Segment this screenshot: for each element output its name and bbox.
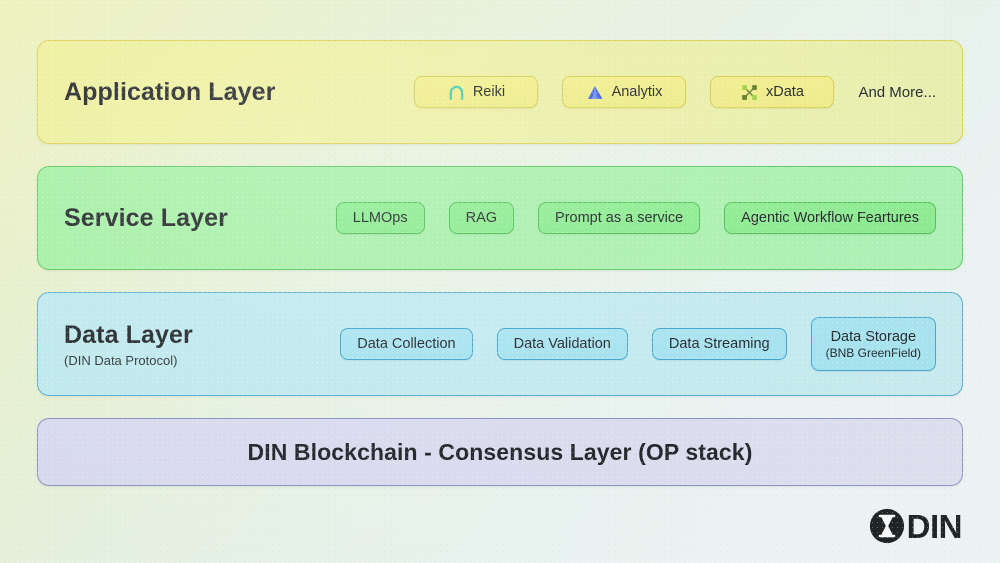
data-chip-data-streaming[interactable]: Data Streaming: [651, 328, 787, 360]
layer-service: Service Layer LLMOps RAG Prompt as a ser…: [37, 166, 963, 270]
layer-consensus: DIN Blockchain - Consensus Layer (OP sta…: [37, 418, 963, 486]
data-chip-data-streaming-label: Data Streaming: [668, 336, 770, 352]
layer-application-heading: Application Layer: [64, 78, 314, 107]
layer-service-chips: LLMOps RAG Prompt as a service Agentic W…: [314, 202, 936, 234]
app-chip-analytix[interactable]: Analytix: [562, 76, 687, 108]
app-chip-xdata-label: xData: [766, 84, 804, 100]
hourglass-in-circle-icon: [868, 507, 906, 545]
layer-service-title: Service Layer: [64, 203, 228, 232]
service-chip-llmops[interactable]: LLMOps: [335, 202, 425, 234]
app-chip-and-more[interactable]: And More...: [858, 76, 936, 108]
analytix-delta-icon: [587, 84, 604, 101]
layer-consensus-title: DIN Blockchain - Consensus Layer (OP sta…: [247, 438, 753, 465]
app-chip-analytix-label: Analytix: [611, 84, 663, 100]
service-chip-prompt-as-a-service[interactable]: Prompt as a service: [538, 202, 701, 234]
layer-service-heading: Service Layer: [64, 204, 314, 233]
service-chip-agentic-workflow-label: Agentic Workflow Feartures: [741, 210, 919, 226]
layer-data-chips: Data Collection Data Validation Data Str…: [314, 317, 936, 371]
reiki-arch-icon: [448, 84, 465, 101]
layer-application-chips: Reiki Analytix: [314, 76, 936, 108]
layer-application-title: Application Layer: [64, 77, 276, 106]
app-chip-and-more-label: And More...: [858, 83, 936, 101]
layer-data: Data Layer (DIN Data Protocol) Data Coll…: [37, 292, 963, 396]
data-chip-data-collection[interactable]: Data Collection: [340, 328, 473, 360]
data-chip-data-validation-label: Data Validation: [513, 336, 611, 352]
service-chip-llmops-label: LLMOps: [352, 210, 408, 226]
din-logo: DIN: [868, 507, 963, 545]
layer-data-title: Data Layer: [64, 320, 193, 349]
service-chip-agentic-workflow[interactable]: Agentic Workflow Feartures: [724, 202, 936, 234]
data-chip-data-storage[interactable]: Data Storage (BNB GreenField): [810, 317, 936, 371]
data-chip-data-storage-sublabel: (BNB GreenField): [825, 345, 921, 360]
layer-application: Application Layer Reiki Analytix: [37, 40, 963, 144]
app-chip-reiki-label: Reiki: [472, 84, 506, 100]
layer-data-subtitle: (DIN Data Protocol): [64, 352, 178, 368]
data-chip-data-validation[interactable]: Data Validation: [496, 328, 628, 360]
data-chip-data-storage-label: Data Storage: [830, 328, 917, 345]
xdata-network-icon: [741, 84, 758, 101]
service-chip-rag[interactable]: RAG: [448, 202, 515, 234]
architecture-stack: Application Layer Reiki Analytix: [37, 40, 963, 486]
data-chip-data-collection-label: Data Collection: [357, 336, 456, 352]
service-chip-prompt-as-a-service-label: Prompt as a service: [555, 210, 684, 226]
service-chip-rag-label: RAG: [465, 210, 498, 226]
app-chip-xdata[interactable]: xData: [710, 76, 835, 108]
layer-data-heading: Data Layer (DIN Data Protocol): [64, 321, 314, 368]
din-logo-text: DIN: [906, 507, 963, 545]
app-chip-reiki[interactable]: Reiki: [414, 76, 539, 108]
